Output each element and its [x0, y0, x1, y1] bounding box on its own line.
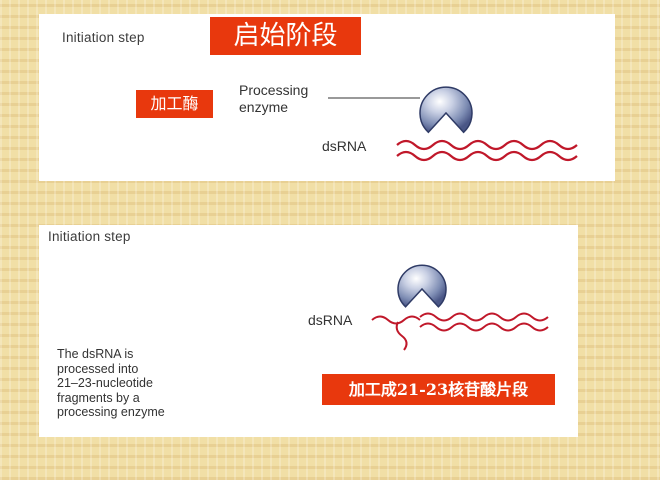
- fragments-label-chinese: 加工成21-23核苷酸片段: [322, 374, 555, 405]
- enzyme-label-line1: Processing: [239, 82, 309, 98]
- enzyme-label-chinese: 加工酶: [136, 90, 213, 118]
- processing-enzyme-shape: [419, 86, 473, 134]
- processing-enzyme-shape-2: [397, 264, 447, 308]
- description-line-2: processed into: [57, 361, 139, 376]
- dsrna-strand-top-2: [396, 150, 578, 162]
- enzyme-label-line2: enzyme: [239, 99, 289, 115]
- step-label-top: Initiation step: [62, 30, 145, 45]
- description-line-4: fragments by a: [57, 390, 140, 405]
- dsrna-label-top: dsRNA: [322, 138, 367, 154]
- description-line-5: processing enzyme: [57, 405, 165, 419]
- step-label-bottom: Initiation step: [48, 229, 131, 244]
- dsrna-strand-top-1: [396, 139, 578, 151]
- title-chinese: 启始阶段: [210, 17, 361, 55]
- description-line-3: 21–23-nucleotide: [57, 376, 153, 390]
- dsrna-strand-bottom-1: [419, 312, 549, 322]
- description-line-1: The dsRNA is: [57, 347, 134, 361]
- cleaved-fragment-strand-1: [371, 315, 421, 325]
- cleaved-fragment-strand-2: [395, 321, 408, 351]
- dsrna-strand-bottom-2: [419, 322, 549, 332]
- dsrna-label-bottom: dsRNA: [308, 312, 353, 328]
